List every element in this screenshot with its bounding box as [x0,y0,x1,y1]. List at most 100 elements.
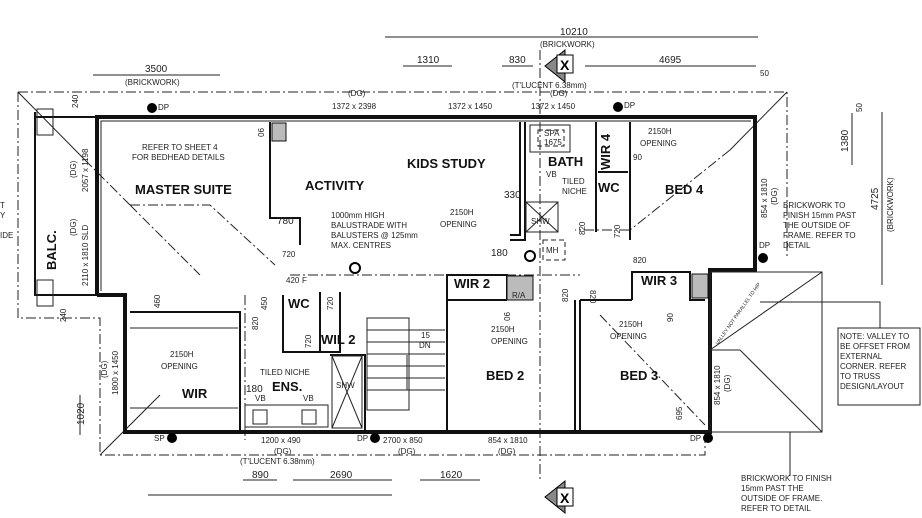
dim-240: 240 [71,94,80,108]
note-brickwork: BRICKWORK TO [783,201,845,210]
dim-90: 90 [256,128,265,137]
dim-720: 720 [282,250,296,259]
dim-820: 820 [588,290,597,304]
window-label: 1200 x 490 [261,436,301,445]
dim-720: 720 [326,296,335,310]
room-kids-study: KIDS STUDY [407,156,486,171]
window-label: 854 x 1810 [760,178,769,218]
room-wir3: WIR 3 [641,273,677,288]
dim-420: 420 [286,276,300,285]
dim-10210: 10210 [560,27,588,38]
note-cut-off: T [0,201,5,210]
label-spa: SPA [544,129,560,138]
dimension-texts: 10210 (BRICKWORK) 1310 830 4695 50 3500 … [59,27,895,481]
dim-180: 180 [491,248,508,259]
note-opening: 2150H [170,350,194,359]
note-valley: TO TRUSS [840,372,880,381]
downpipe-label: DP [624,101,635,110]
valley-note-box [837,327,921,406]
window-label: (DG) [348,89,366,98]
note-opening: 2150H [450,208,474,217]
note-brickwork: DETAIL [783,241,811,250]
note-opening: OPENING [610,332,647,341]
downpipe-label: DP [759,241,770,250]
window-label: (DG) [274,447,292,456]
dim-50: 50 [760,69,769,78]
svg-text:X: X [560,57,570,73]
note-brickwork: THE OUTSIDE OF [783,221,850,230]
window-label: 854 x 1810 [488,436,528,445]
dim-820: 820 [561,288,570,302]
dim-830: 830 [509,55,526,66]
window-label: (DG) [398,447,416,456]
note-balustrade: BALUSTERS @ 125mm [331,231,418,240]
note-tiled-niche: TILED [562,177,585,186]
window-label: (DG) [498,447,516,456]
note-valley: EXTERNAL [840,352,883,361]
label-shower: SHW [531,217,550,226]
room-bed3: BED 3 [620,368,658,383]
dim-1310: 1310 [417,55,440,66]
room-bed2: BED 2 [486,368,524,383]
window-label: (T'LUCENT 6.38mm) [240,457,315,466]
note-opening: 2150H [648,127,672,136]
dim-720: 720 [304,334,313,348]
label-manhole: MH [546,246,559,255]
note-balustrade: 1000mm HIGH [331,211,385,220]
dimension-lines [79,36,883,496]
window-label: (DG) [100,360,109,378]
dim-90: 90 [502,312,511,321]
dim-label: (BRICKWORK) [886,177,895,232]
room-wil2: WIL 2 [321,332,355,347]
window-label: 2700 x 850 [383,436,423,445]
room-wc-ensuite: WC [288,296,310,311]
window-door-labels: (DG) 1372 x 2398 1372 x 1450 (DG) 1372 x… [69,81,779,466]
window-label: (T'LUCENT 6.38mm) [512,81,587,90]
note-tiled-niche: TILED NICHE [260,368,310,377]
note-bedhead: FOR BEDHEAD DETAILS [132,153,225,162]
note-brickwork: OUTSIDE OF FRAME. [741,494,822,503]
room-bed4: BED 4 [665,182,704,197]
dim-720: 720 [613,224,622,238]
label-vanity: VB [303,394,314,403]
dim-330: 330 [504,190,521,201]
note-balustrade: MAX. CENTRES [331,241,391,250]
dim-90: 90 [666,313,675,322]
section-marker-bottom: X [544,479,574,515]
note-cut-off: Y [0,211,6,220]
window-label: (DG) [770,187,779,205]
note-balustrade: BALUSTRADE WITH [331,221,407,230]
label-vanity: VB [546,170,557,179]
downpipe-label: DP [690,434,701,443]
dim-820: 820 [251,316,260,330]
dim-50: 50 [855,103,864,112]
dim-90: 90 [633,153,642,162]
dim-450: 450 [260,296,269,310]
spreader-label: SP [154,434,165,443]
note-brickwork: FINISH 15mm PAST [783,211,856,220]
stairs-direction: DN [419,341,431,350]
note-valley: CORNER. REFER [840,362,906,371]
stair-treads [367,329,445,391]
dim-695: 695 [675,406,684,420]
room-wir2: WIR 2 [454,276,490,291]
note-opening: 2150H [619,320,643,329]
room-activity: ACTIVITY [305,178,365,193]
room-ensuite: ENS. [272,379,302,394]
hip-roof-right [709,271,823,433]
dim-label: (BRICKWORK) [540,40,595,49]
window-label: 854 x 1810 [713,365,722,405]
downpipe-label: DP [357,434,368,443]
stairs-count: 15 [421,331,430,340]
window-label: 1372 x 1450 [531,102,576,111]
note-valley: BE OFFSET FROM [840,342,910,351]
window-label: 1372 x 2398 [332,102,377,111]
section-marker-top: X [544,48,574,84]
downpipe-label: DP [158,103,169,112]
room-wc-upper: WC [598,180,620,195]
note-brickwork: FRAME. REFER TO [783,231,856,240]
window-label: 2110 x 1810 SLD [81,225,90,286]
exterior-walls [34,108,757,434]
room-bath: BATH [548,154,583,169]
